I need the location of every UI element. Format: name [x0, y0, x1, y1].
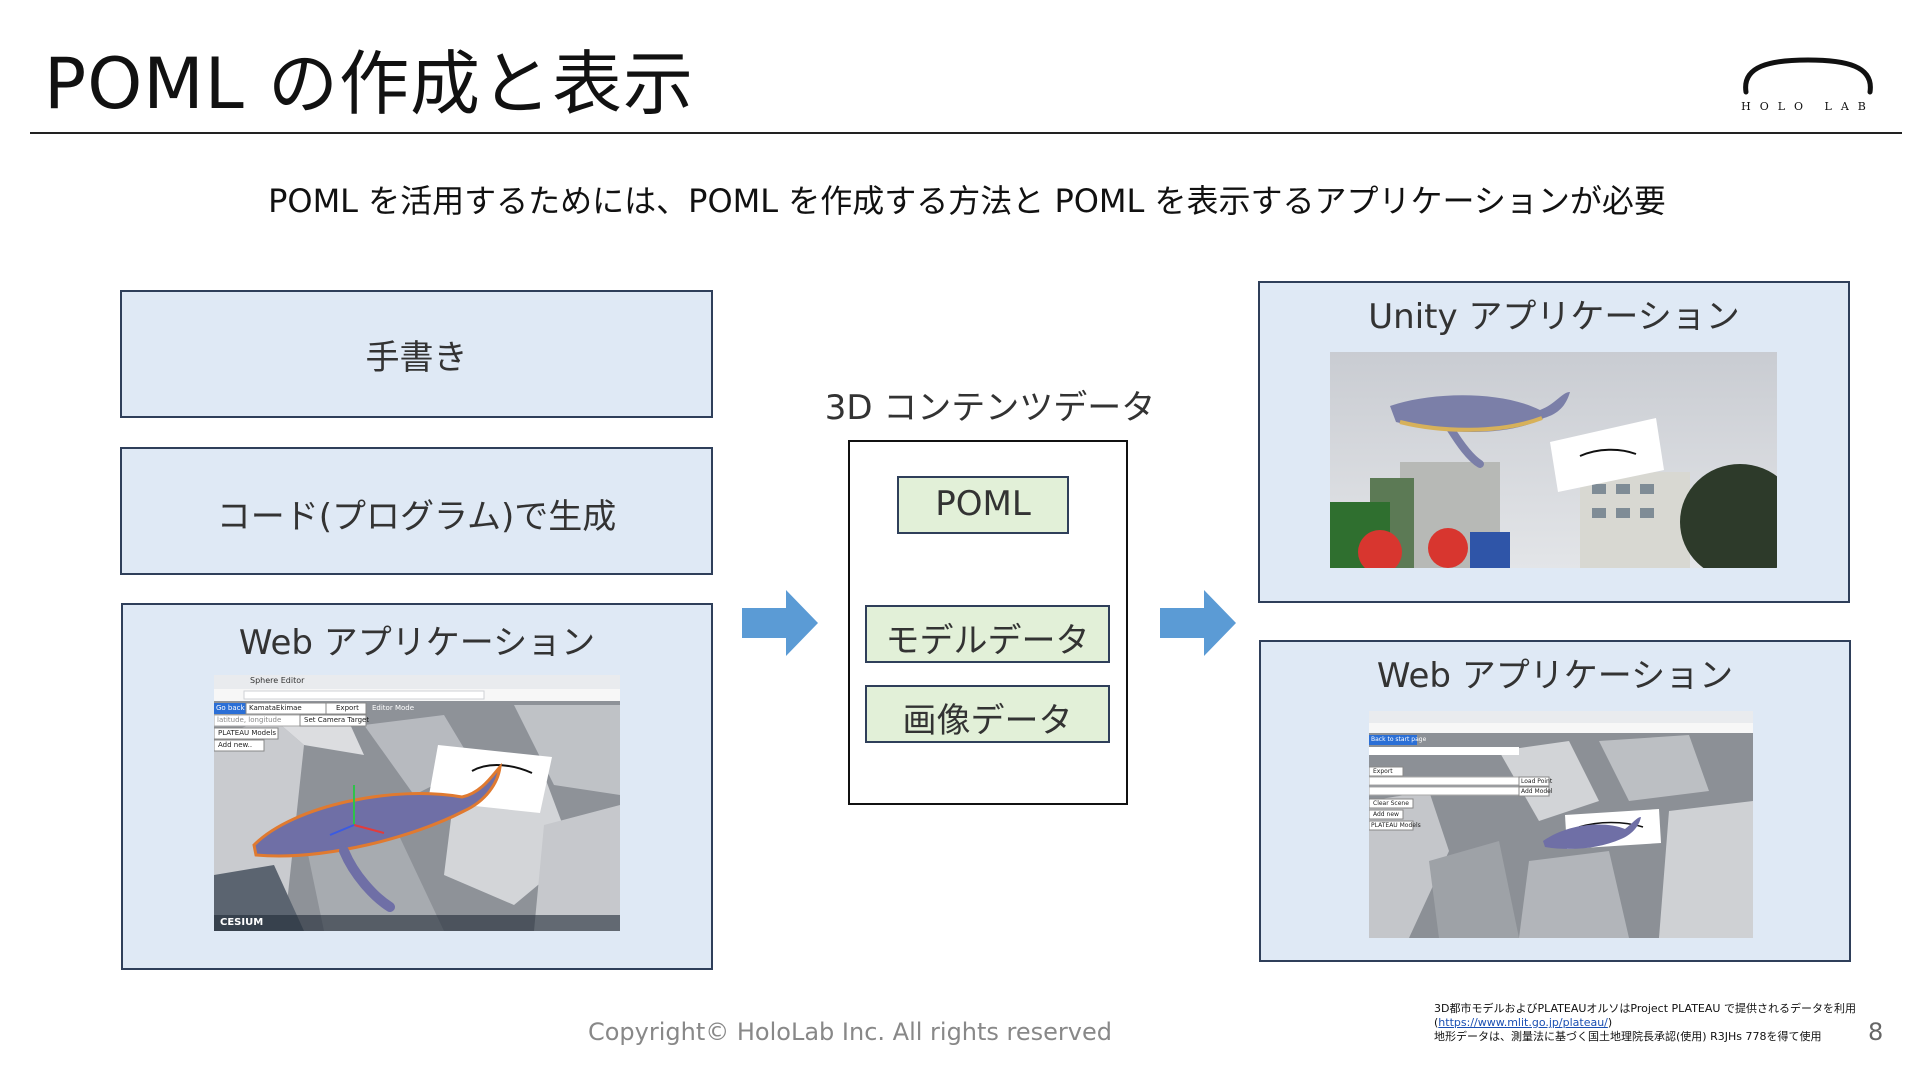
poml-label: POML	[935, 484, 1031, 524]
credit-line-3: 地形データは、測量法に基づく国土地理院長承認(使用) R3JHs 778を得て使…	[1434, 1030, 1822, 1043]
editor-set-camera-button[interactable]: Set Camera Target	[304, 716, 370, 724]
viewer-add-model-button[interactable]: Add Model	[1521, 788, 1553, 795]
handwriting-label: 手書き	[365, 338, 468, 378]
hololab-logo: HOLO LAB	[1740, 52, 1876, 118]
credit-line-2: (https://www.mlit.go.jp/plateau/)	[1434, 1016, 1613, 1029]
viewer-add-new-button[interactable]: Add new	[1373, 811, 1399, 818]
editor-plateau-button[interactable]: PLATEAU Models	[218, 729, 277, 737]
web-app-viewer-label: Web アプリケーション	[1376, 656, 1734, 696]
cesium-label: CESIUM	[220, 917, 264, 928]
editor-name-field[interactable]: KamataEkimae	[249, 704, 302, 712]
model-data-label: モデルデータ	[885, 621, 1090, 661]
copyright-text: Copyright© HoloLab Inc. All rights reser…	[587, 1018, 1112, 1046]
credit-line-1: 3D都市モデルおよびPLATEAUオルソはProject PLATEAU で提供…	[1434, 1002, 1856, 1015]
poml-box: POML	[897, 476, 1069, 534]
image-data-box: 画像データ	[865, 685, 1110, 743]
unity-ar-scene-image	[1330, 352, 1777, 568]
viewer-screenshot: Back to start page Export Load Point Add…	[1369, 711, 1753, 938]
editor-tab-title: Sphere Editor	[250, 676, 305, 685]
viewer-plateau-button[interactable]: PLATEAU Models	[1371, 822, 1421, 829]
viewer-clear-button[interactable]: Clear Scene	[1373, 800, 1409, 807]
right-arrow-icon-2	[1160, 590, 1236, 656]
editor-scene-image	[214, 675, 620, 931]
handwriting-box: 手書き	[120, 290, 713, 418]
data-credits: 3D都市モデルおよびPLATEAUオルソはProject PLATEAU で提供…	[1434, 1002, 1874, 1044]
editor-screenshot: Sphere Editor Go back KamataEkimae Expor…	[214, 675, 620, 931]
logo-text: HOLO LAB	[1741, 100, 1875, 113]
web-app-editor-label: Web アプリケーション	[238, 623, 596, 663]
viewer-export-button[interactable]: Export	[1373, 768, 1393, 775]
code-generation-label: コード(プログラム)で生成	[216, 497, 617, 537]
logo-arc-icon	[1743, 57, 1873, 95]
unity-app-label: Unity アプリケーション	[1368, 297, 1740, 337]
slide-subtitle: POML を活用するためには、POML を作成する方法と POML を表示するア…	[268, 182, 1666, 220]
unity-screenshot	[1330, 352, 1777, 568]
editor-go-back-button[interactable]: Go back	[216, 704, 245, 712]
plateau-link[interactable]: https://www.mlit.go.jp/plateau/	[1438, 1016, 1608, 1029]
model-data-box: モデルデータ	[865, 605, 1110, 663]
editor-add-new-button[interactable]: Add new..	[218, 741, 253, 749]
content-data-heading: 3D コンテンツデータ	[824, 388, 1156, 428]
code-generation-box: コード(プログラム)で生成	[120, 447, 713, 575]
editor-mode-label: Editor Mode	[372, 704, 415, 712]
viewer-scene-image	[1369, 711, 1753, 938]
editor-latlong-input[interactable]: latitude, longitude	[217, 716, 282, 724]
viewer-back-button[interactable]: Back to start page	[1371, 736, 1427, 743]
right-arrow-icon	[742, 590, 818, 656]
page-number: 8	[1868, 1018, 1884, 1046]
editor-export-button[interactable]: Export	[336, 704, 359, 712]
viewer-load-button[interactable]: Load Point	[1521, 778, 1553, 785]
image-data-label: 画像データ	[902, 701, 1073, 741]
slide-title: POML の作成と表示	[44, 43, 694, 125]
title-divider	[30, 132, 1902, 134]
